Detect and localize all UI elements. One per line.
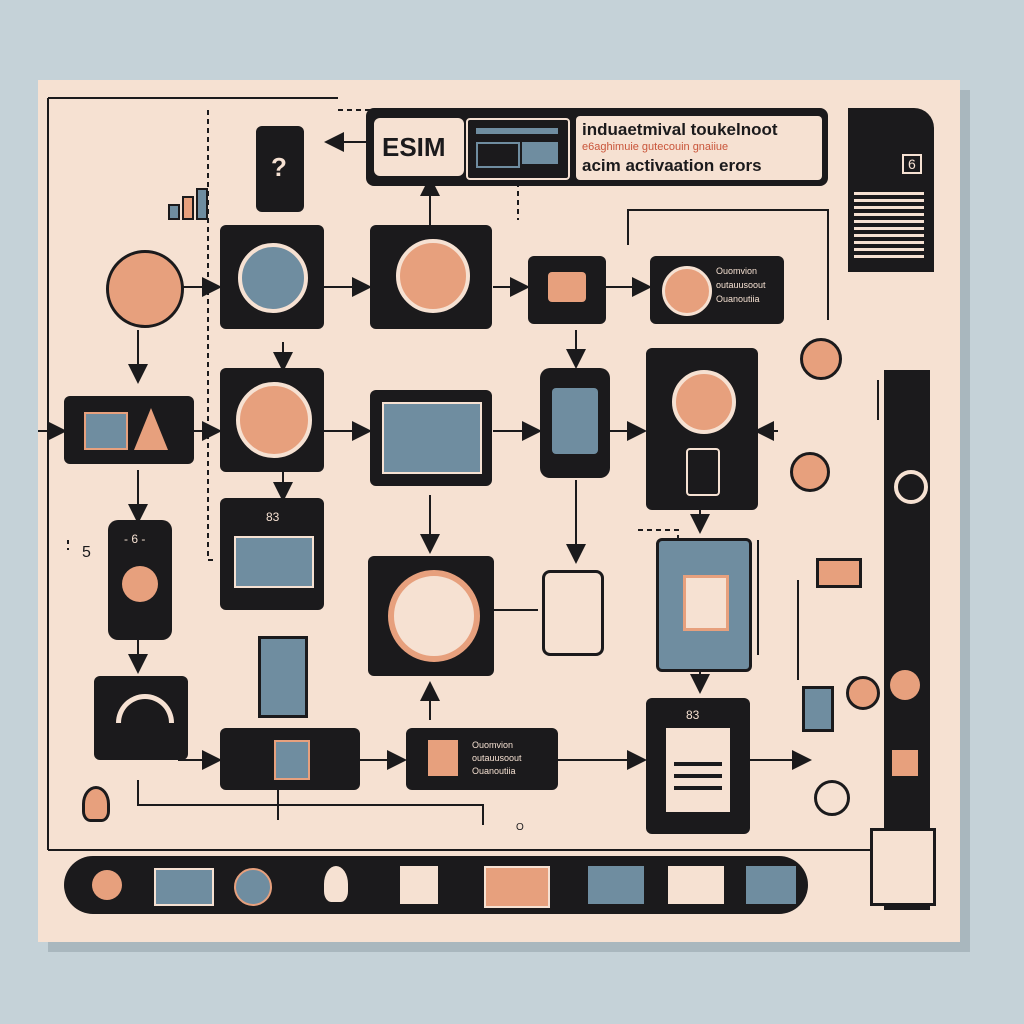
gear-node-1 [220, 225, 324, 329]
status-node-a: Ouomvion outauusoout Ouanoutiia [650, 256, 784, 324]
fingerprint-icon [400, 866, 438, 904]
gear-icon [672, 370, 736, 434]
header-card: ESIM induaetmival toukelnoot e6aghimuie … [366, 108, 828, 186]
barcode-rail: 6 [848, 108, 934, 272]
laptop-node: 83 [220, 498, 324, 610]
header-title-line3: acim activaation erors [582, 156, 762, 175]
warning-icon [134, 408, 168, 450]
lightbulb-icon [82, 786, 110, 822]
question-mark-icon: ? [271, 152, 287, 182]
right-badge: 6 [902, 154, 922, 174]
status-b-line1: Ouomvion [472, 740, 514, 750]
infographic-poster: ESIM induaetmival toukelnoot e6aghimuie … [38, 80, 960, 942]
sim-cards-node [220, 728, 360, 790]
hand-node [528, 256, 606, 324]
hand-icon [548, 272, 586, 302]
header-title-line2: e6aghimuie gutecouin gnaiiue [582, 141, 729, 153]
gear-icon [388, 570, 480, 662]
dashboard-icon [382, 402, 482, 474]
screen-icon [466, 118, 570, 180]
lightbulb-icon [324, 866, 348, 902]
gear-node-2 [370, 225, 492, 329]
gear-icon [122, 566, 158, 602]
gear-icon [236, 382, 312, 458]
phone-outline-icon [542, 570, 604, 656]
sim-card-icon [274, 740, 310, 780]
ring-icon [894, 470, 928, 504]
title-panel: induaetmival toukelnoot e6aghimuie gutec… [576, 116, 822, 180]
hand-icon [428, 740, 458, 776]
hand-card-icon [588, 866, 644, 904]
chat-icon [154, 868, 214, 906]
phone-node-2: - 6 - [108, 520, 172, 640]
laptop-label: 83 [266, 510, 280, 524]
document-slate-node [656, 538, 752, 672]
wifi-node [94, 676, 188, 760]
coin-icon [800, 338, 842, 380]
side-number: 5 [82, 544, 91, 561]
dashboard-node [370, 390, 492, 486]
document-icon [746, 866, 796, 904]
small-phone-icon [686, 448, 720, 496]
coin-icon [846, 676, 880, 710]
card-icon [484, 866, 550, 908]
frame-icon [683, 575, 729, 631]
tiny-label: O [516, 822, 524, 833]
phone-screen-icon [552, 388, 598, 454]
card-icon [816, 558, 862, 588]
gear-start-icon [106, 250, 184, 328]
gear-icon [92, 870, 122, 900]
status-b-line2: outauusoout [472, 753, 522, 763]
eye-icon [790, 452, 830, 492]
gear-phone-node [646, 348, 758, 510]
bottom-icon-bar [64, 856, 808, 914]
magnifier-icon [814, 780, 850, 816]
globe-icon [234, 868, 272, 906]
status-a-line2: outauusoout [716, 280, 766, 290]
help-question-card: ? [256, 126, 304, 212]
status-node-b: Ouomvion outauusoout Ouanoutiia [406, 728, 558, 790]
esim-badge: ESIM [374, 118, 464, 176]
header-title-line1: induaetmival toukelnoot [582, 120, 778, 139]
bar-chart-icon [164, 188, 220, 220]
esim-badge-text: ESIM [382, 132, 446, 162]
phone-icon [802, 686, 834, 732]
id-card-icon [84, 412, 128, 450]
status-a-line1: Ouomvion [716, 266, 758, 276]
phone-label: - 6 - [124, 532, 146, 546]
gear-icon [890, 670, 920, 700]
right-rail [884, 370, 930, 910]
document-icon [666, 728, 730, 812]
envelope-icon [892, 750, 918, 776]
phone-node [540, 368, 610, 478]
id-card-node [64, 396, 194, 464]
sim-reader-icon [258, 636, 308, 718]
status-b-line3: Ouanoutiia [472, 766, 516, 776]
gear-node-4 [368, 556, 494, 676]
gear-node-3 [220, 368, 324, 472]
status-a-line3: Ouanoutiia [716, 294, 760, 304]
wifi-icon [116, 694, 174, 723]
tag-icon [870, 828, 936, 906]
gear-icon [662, 266, 712, 316]
document-node: 83 [646, 698, 750, 834]
barcode-icon [854, 188, 924, 258]
gear-icon [396, 239, 470, 313]
laptop-icon [234, 536, 314, 588]
document-label: 83 [686, 708, 700, 722]
gear-icon [238, 243, 308, 313]
id-icon [668, 866, 724, 904]
